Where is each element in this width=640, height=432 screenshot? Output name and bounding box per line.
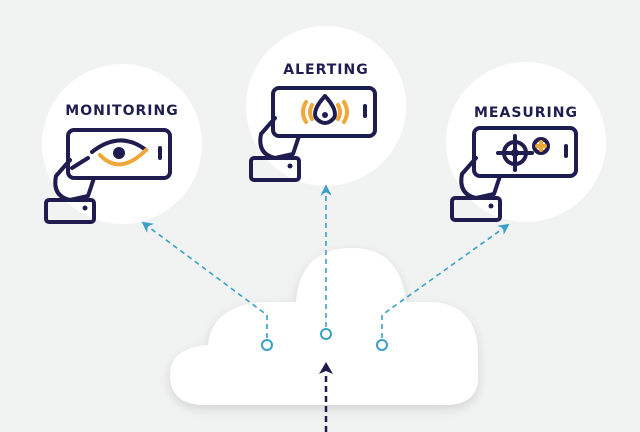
input-arrow <box>319 362 333 432</box>
eye-icon <box>90 138 148 167</box>
monitoring-phone-hand-icon <box>44 128 172 224</box>
alerting-circle <box>246 26 406 186</box>
monitoring-circle <box>42 64 202 224</box>
connector-alerting <box>320 184 332 340</box>
measuring-label: MEASURING <box>474 105 578 121</box>
alerting-feature: ALERTING <box>246 26 406 186</box>
cloud <box>170 248 478 405</box>
alarm-drop-icon <box>301 94 349 125</box>
connector-node <box>320 328 332 340</box>
measuring-circle <box>446 62 606 222</box>
monitoring-label: MONITORING <box>65 103 178 119</box>
measuring-feature: MEASURING <box>446 62 606 222</box>
connector-node <box>261 339 273 351</box>
arrow-up-icon <box>319 362 333 374</box>
connector-measuring <box>376 223 510 351</box>
connector-node <box>376 339 388 351</box>
target-icon <box>496 134 550 172</box>
connector-monitoring <box>141 221 273 351</box>
monitoring-feature: MONITORING <box>42 64 202 224</box>
alerting-label: ALERTING <box>283 62 368 78</box>
alerting-phone-hand-icon <box>249 86 377 182</box>
measuring-phone-hand-icon <box>450 126 578 222</box>
